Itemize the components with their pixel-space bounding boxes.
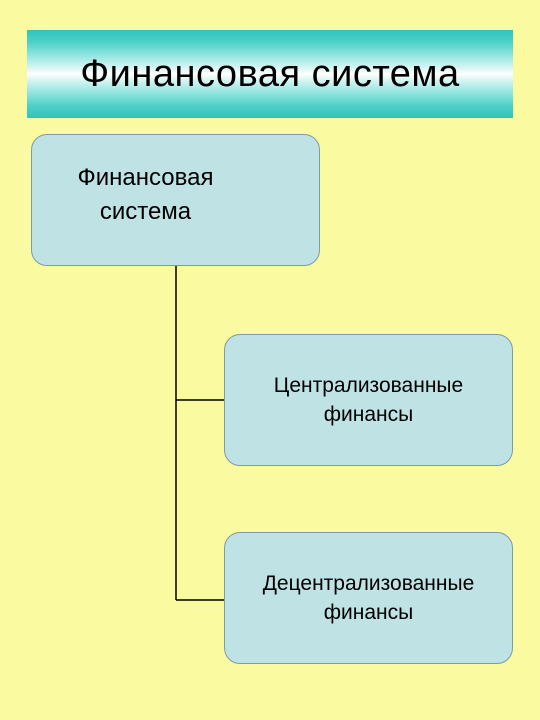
node-label-line: Централизованные [273, 373, 464, 397]
node-decentralized-finance: Децентрализованные финансы [224, 532, 513, 664]
node-label-line: Децентрализованные [262, 571, 475, 595]
node-label-line: система [99, 198, 192, 225]
page-title: Финансовая система [80, 52, 460, 95]
title-banner: Финансовая система [27, 30, 513, 118]
node-label-line: Финансовая [77, 164, 214, 192]
node-label-line: финансы [323, 601, 414, 624]
node-centralized-finance: Централизованные финансы [224, 334, 513, 466]
node-financial-system: Финансовая система [31, 134, 320, 266]
node-label-line: финансы [323, 403, 414, 426]
